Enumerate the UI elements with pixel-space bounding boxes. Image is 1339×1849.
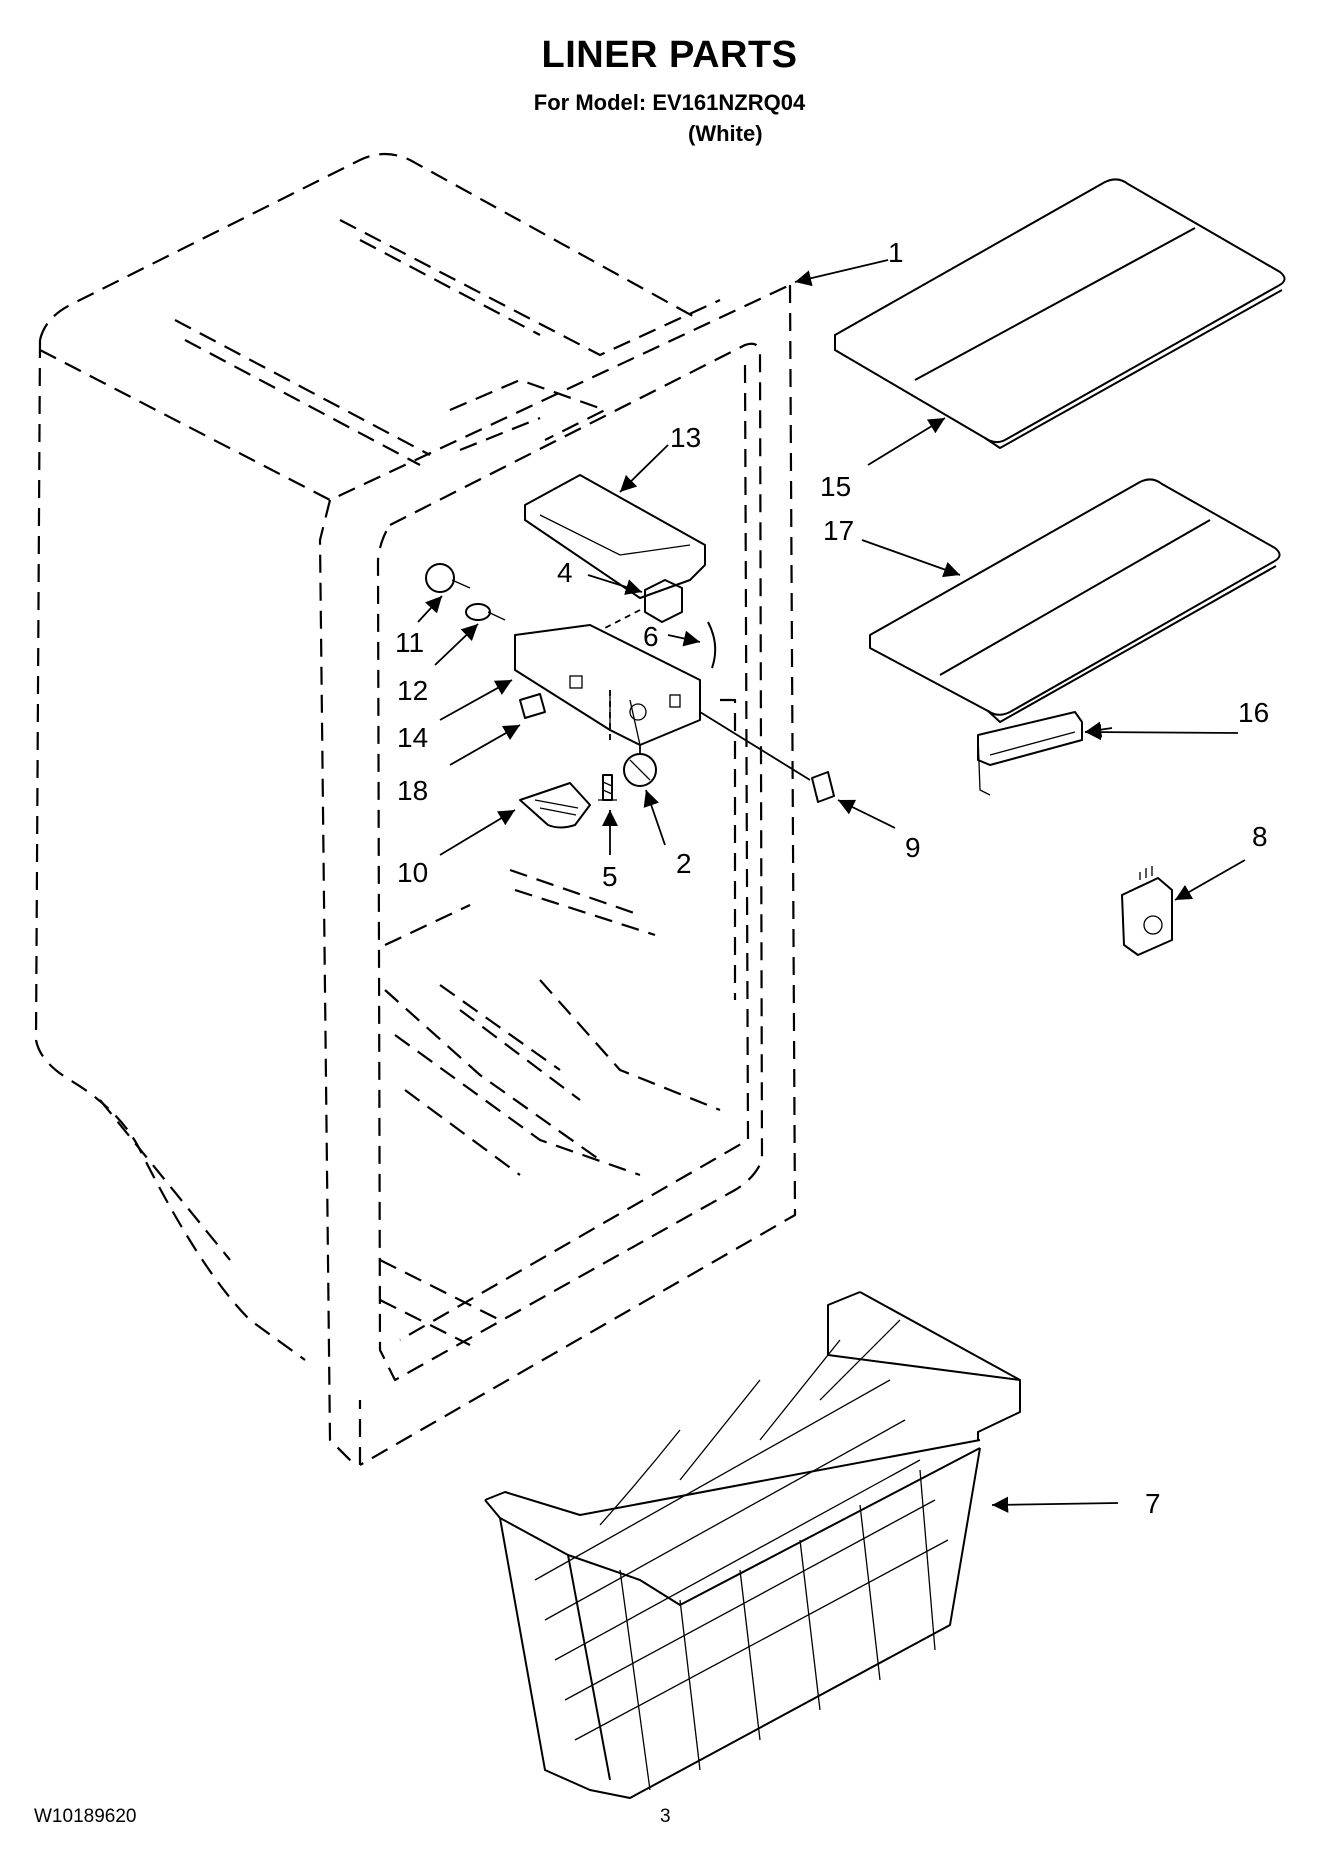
document-number: W10189620 [34,1806,137,1827]
model-color: (White) [688,121,763,146]
callout-8: 8 [1252,821,1268,852]
wire-shelf-top [834,178,1286,449]
callout-9: 9 [905,832,921,863]
cabinet-liner [34,152,797,1466]
page-number: 3 [660,1806,671,1827]
callout-7: 7 [1145,1488,1161,1519]
callout-13: 13 [670,422,701,453]
callout-2: 2 [676,848,692,879]
callout-6: 6 [643,621,659,652]
callout-1: 1 [888,237,904,268]
wire-basket [484,1291,1021,1799]
callout-11: 11 [395,627,424,658]
callout-16: 16 [1238,697,1269,728]
callout-leaders [417,259,1246,1513]
callout-labels: 1 2 4 5 6 7 8 9 10 11 12 13 14 15 16 17 … [395,237,1269,1519]
callout-10: 10 [397,857,428,888]
callout-5: 5 [602,861,618,892]
page-title: LINER PARTS [541,34,798,76]
shelf-support [977,711,1083,796]
callout-4: 4 [557,557,573,588]
callout-12: 12 [397,675,428,706]
callout-18: 18 [397,775,428,806]
callout-14: 14 [397,722,428,753]
callout-17: 17 [823,515,854,546]
light-housing [425,474,835,829]
callout-15: 15 [820,471,851,502]
wire-shelf-middle [869,478,1281,723]
thermostat [1121,866,1173,956]
model-number: For Model: EV161NZRQ04 [533,90,806,115]
